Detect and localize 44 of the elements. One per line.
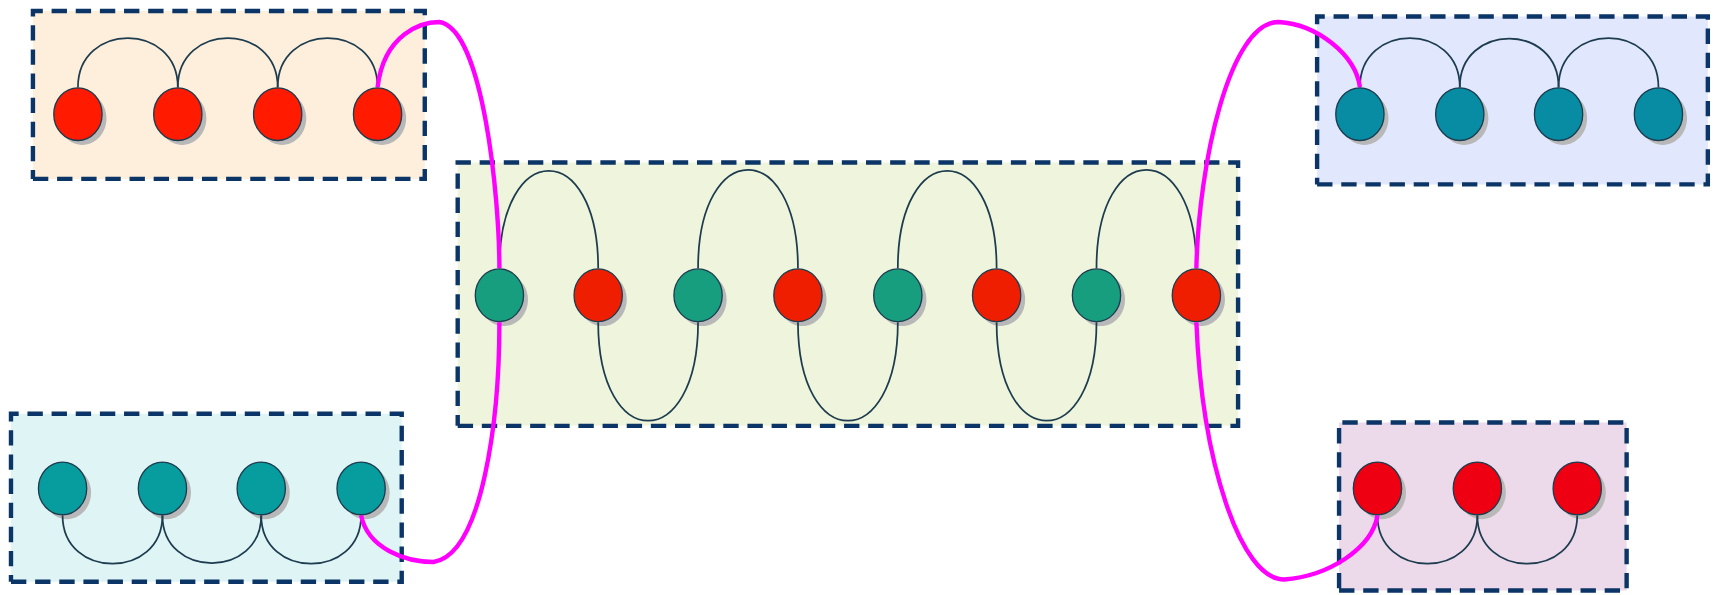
- arc-connector: [1476, 514, 1579, 565]
- arc-connector: [176, 37, 279, 89]
- arc-connector: [161, 514, 263, 565]
- circle-node: [1352, 461, 1406, 520]
- arc-connector: [77, 37, 179, 89]
- arc-connector: [1557, 37, 1660, 89]
- curved-connector: [1194, 322, 1380, 582]
- arc-connector: [697, 168, 799, 270]
- arc-connector: [276, 37, 379, 89]
- circle-node: [352, 87, 407, 145]
- circle-node: [53, 87, 107, 145]
- circle-node: [474, 268, 528, 327]
- circle-node: [573, 268, 627, 327]
- arc-connector: [1458, 37, 1560, 89]
- arc-connector: [797, 321, 899, 422]
- circle-node: [873, 268, 927, 327]
- circle-node: [153, 87, 207, 145]
- circle-node: [1435, 87, 1489, 145]
- arc-connector: [1376, 514, 1479, 565]
- arc-connector: [1095, 168, 1198, 270]
- circle-node: [1071, 268, 1126, 327]
- circle-node: [673, 268, 727, 327]
- curved-connector: [1194, 19, 1363, 269]
- circle-node: [1335, 87, 1389, 145]
- arc-connector: [260, 514, 362, 565]
- arc-connector: [896, 170, 998, 270]
- circle-node: [773, 268, 827, 327]
- arc-connector: [61, 514, 164, 565]
- circle-node: [37, 461, 92, 520]
- curved-connector: [375, 19, 502, 269]
- circle-node: [236, 461, 290, 520]
- arc-connector: [597, 321, 699, 422]
- circle-node: [137, 461, 191, 520]
- circle-node: [336, 461, 390, 520]
- circle-node: [971, 268, 1026, 327]
- arc-connector: [995, 321, 1098, 422]
- circle-node: [1171, 268, 1225, 327]
- circle-node: [1633, 87, 1687, 145]
- arc-connector: [498, 170, 600, 270]
- circle-node: [1552, 461, 1606, 520]
- circle-node: [1533, 87, 1588, 145]
- circle-node: [252, 87, 307, 145]
- curved-connector: [359, 322, 502, 565]
- circle-node: [1452, 461, 1506, 520]
